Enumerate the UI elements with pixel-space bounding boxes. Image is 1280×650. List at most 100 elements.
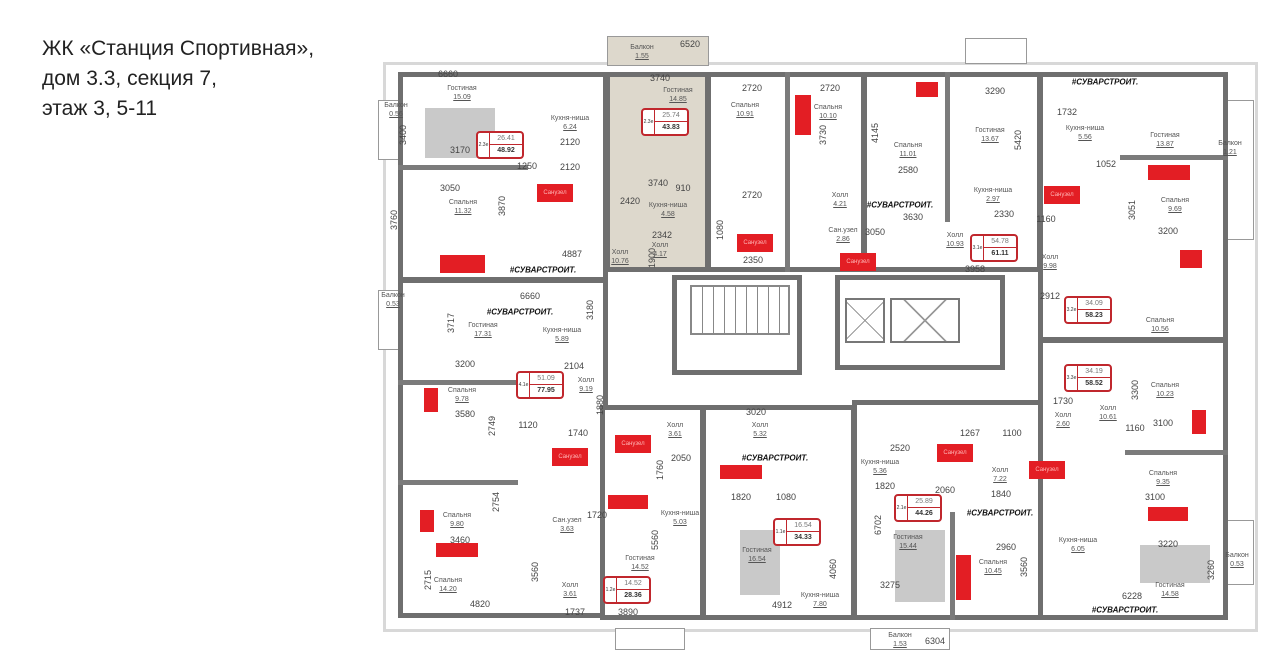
bathroom: Санузел	[537, 184, 573, 202]
dimension-label: 1160	[1125, 423, 1145, 433]
dimension-label: 3100	[1144, 492, 1166, 502]
bed	[440, 255, 485, 273]
room-area: 1.21	[1223, 149, 1237, 156]
room-area: 9.80	[450, 521, 464, 528]
wall	[945, 72, 950, 222]
dimension-label: 1080	[775, 492, 797, 502]
dimension-label: 2342	[651, 230, 673, 240]
room-area: 2.97	[986, 196, 1000, 203]
room-area: 11.01	[899, 151, 917, 158]
room-area: 5.03	[673, 519, 687, 526]
dimension-label: 3020	[745, 407, 767, 417]
dimension-label: 3290	[984, 86, 1006, 96]
room-area: 15.09	[453, 94, 471, 101]
living-area: 26.41	[490, 133, 522, 145]
room-name: Спальня	[978, 559, 1008, 566]
room-name: Спальня	[433, 577, 463, 584]
room-name: Гостиная	[447, 85, 477, 92]
room-name: Холл	[1041, 254, 1059, 261]
brand-tag: #СУВАРСТРОИТ.	[966, 508, 1034, 518]
wall	[398, 165, 528, 170]
room-area: 15.44	[899, 543, 917, 550]
room-name: Холл	[651, 242, 669, 249]
dimension-label: 3560	[530, 561, 540, 583]
dimension-label: 3400	[398, 124, 408, 146]
dimension-label: 2104	[563, 361, 585, 371]
room-area: 13.67	[981, 136, 999, 143]
bathroom: Санузел	[615, 435, 651, 453]
title-line-complex: ЖК «Станция Спортивная»,	[42, 37, 315, 60]
dimension-label: 3740	[647, 178, 669, 188]
room-area: 0.53	[386, 301, 400, 308]
apartment-2-1e[interactable]	[852, 400, 1052, 620]
dimension-label: 2060	[934, 485, 956, 495]
bed	[1192, 410, 1206, 434]
room-area: 9.69	[1168, 206, 1182, 213]
dimension-label: 1760	[655, 459, 665, 481]
room-area: 9.78	[455, 396, 469, 403]
room-area: 10.91	[736, 111, 754, 118]
room-name: Спальня	[1145, 317, 1175, 324]
room-area: 7.22	[993, 476, 1007, 483]
room-name: Спальня	[1150, 382, 1180, 389]
dimension-label: 3630	[902, 212, 924, 222]
dimension-label: 3730	[818, 124, 828, 146]
room-area: 9.35	[1156, 479, 1170, 486]
dimension-label: 1267	[959, 428, 981, 438]
bed	[795, 95, 811, 135]
room-name: Балкон	[1218, 140, 1242, 147]
dimension-label: 1730	[1052, 396, 1074, 406]
room-label: Спальня 14.20	[434, 576, 462, 594]
dimension-label: 3100	[1152, 418, 1174, 428]
brand-tag: #СУВАРСТРОИТ.	[486, 307, 554, 317]
brand-tag: #СУВАРСТРОИТ.	[866, 200, 934, 210]
room-area: 10.76	[611, 258, 629, 265]
brand-tag: #СУВАРСТРОИТ.	[741, 453, 809, 463]
dimension-label: 1820	[874, 481, 896, 491]
dimension-label: 6660	[519, 291, 541, 301]
title-line-building: дом 3.3, секция 7,	[42, 67, 217, 90]
room-name: Холл	[946, 232, 964, 239]
dimension-label: 2715	[423, 569, 433, 591]
room-area: 6.05	[1071, 546, 1085, 553]
room-name: Гостиная	[625, 555, 655, 562]
room-area: 14.20	[439, 586, 457, 593]
total-area: 58.23	[1085, 312, 1103, 319]
dimension-label: 3180	[585, 299, 595, 321]
room-label: Балкон 1.21	[1218, 139, 1241, 157]
balcony	[615, 628, 685, 650]
room-name: Холл	[666, 422, 684, 429]
dimension-label: 2960	[995, 542, 1017, 552]
bathroom: Санузел	[552, 448, 588, 466]
room-name: Холл	[1054, 412, 1072, 419]
elevator	[890, 298, 960, 343]
bed	[1148, 507, 1188, 521]
dimension-label: 1880	[595, 394, 605, 416]
living-area: 25.89	[908, 496, 940, 508]
dimension-label: 3580	[454, 409, 476, 419]
room-name: Кухня-ниша	[542, 327, 582, 334]
dimension-label: 1120	[518, 420, 538, 430]
dimension-label: 2050	[670, 453, 692, 463]
room-name: Спальня	[442, 512, 472, 519]
